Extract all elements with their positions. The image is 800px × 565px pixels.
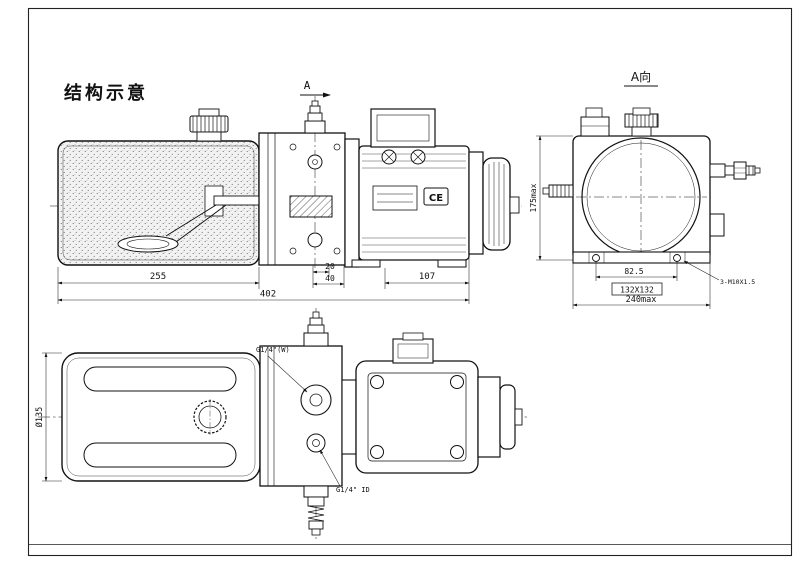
label-port-return: G1/4" ID [336, 486, 370, 494]
outlet-port-fitting [709, 161, 761, 180]
flange-bolt-hole [370, 375, 384, 389]
relief-valve-top [304, 100, 326, 134]
breather-cap-end [624, 107, 659, 137]
eye-bolts [381, 149, 426, 165]
left-port-fitting [542, 184, 574, 198]
a-direction-view: A向 [529, 69, 761, 309]
flange-bolt-hole [450, 375, 464, 389]
valve-plan-top [303, 311, 329, 347]
dim-mount-pattern: 132X132 [620, 286, 654, 295]
dim-tank-length: 255 [150, 272, 166, 282]
side-bracket [710, 213, 725, 237]
tank-slot-bottom [83, 442, 237, 468]
sheet-frame [27, 7, 793, 557]
dim-motor-length: 107 [419, 272, 435, 282]
terminal-box-plan [392, 332, 434, 364]
motor-body-plan [477, 376, 501, 458]
label-port-outlet: G1/4"(W) [256, 346, 290, 354]
frame-border [27, 7, 793, 557]
dim-height-max: 175max [529, 183, 538, 212]
spring-symbol [307, 505, 325, 522]
ce-mark-text: CE [429, 193, 443, 204]
relief-valve-plan-bottom [303, 485, 329, 536]
bell-housing [341, 379, 357, 455]
rear-bolt-plan [514, 408, 523, 426]
nameplate [372, 185, 418, 211]
flange-bolt-hole [450, 445, 464, 459]
a-view-dimensions: 175max 82.5 132X132 240max 3-M10X1.5 [529, 135, 755, 309]
mounting-base-end [572, 251, 711, 264]
dim-width-max: 240max [626, 295, 657, 305]
section-arrow-a: A [300, 79, 331, 98]
fan-cowl-side [468, 151, 520, 255]
oil-tank-plan [61, 352, 261, 482]
fan-cowl-plan [499, 384, 516, 450]
mount-pattern-box [611, 282, 663, 296]
main-side-view: A [50, 79, 522, 304]
pump-port-main [300, 384, 332, 416]
a-view-label: A向 [631, 69, 651, 84]
foot-hole-right [673, 254, 681, 262]
main-view-dimensions: 255 20 40 107 402 [57, 256, 470, 304]
dim-step-small: 20 [325, 262, 335, 271]
plan-tank-dimension: Ø135 [34, 352, 62, 482]
port-labels: G1/4"(W) G1/4" ID [256, 346, 370, 494]
drawing-title: 结构示意 [64, 82, 148, 104]
tank-slot-top [83, 366, 237, 392]
pump-manifold-block-plan [259, 311, 343, 536]
valve-cluster-end [580, 107, 610, 137]
breather-cap [189, 108, 229, 142]
ce-mark: CE [423, 187, 449, 206]
suction-strainer [117, 185, 260, 253]
electric-motor-side: CE [344, 108, 520, 268]
foot-hole-left [592, 254, 600, 262]
terminal-box [370, 108, 436, 148]
coupling-hatched [289, 195, 333, 218]
dim-thread-spec: 3-M10X1.5 [720, 278, 755, 286]
dim-hole-offset: 82.5 [624, 267, 643, 276]
pump-manifold-block-side [258, 96, 346, 275]
motor-foot-front [351, 259, 381, 268]
dim-step-large: 40 [325, 274, 335, 283]
section-arrow-label: A [304, 79, 311, 92]
plan-view: Ø135 [34, 308, 530, 540]
pump-port-aux [306, 433, 326, 453]
flange-bolt-hole [370, 445, 384, 459]
dim-tank-diameter: Ø135 [34, 407, 45, 427]
dim-overall-length: 402 [260, 290, 276, 300]
motor-foot-rear [437, 259, 467, 268]
electric-motor-plan [341, 332, 523, 474]
oil-tank-side [57, 108, 260, 266]
